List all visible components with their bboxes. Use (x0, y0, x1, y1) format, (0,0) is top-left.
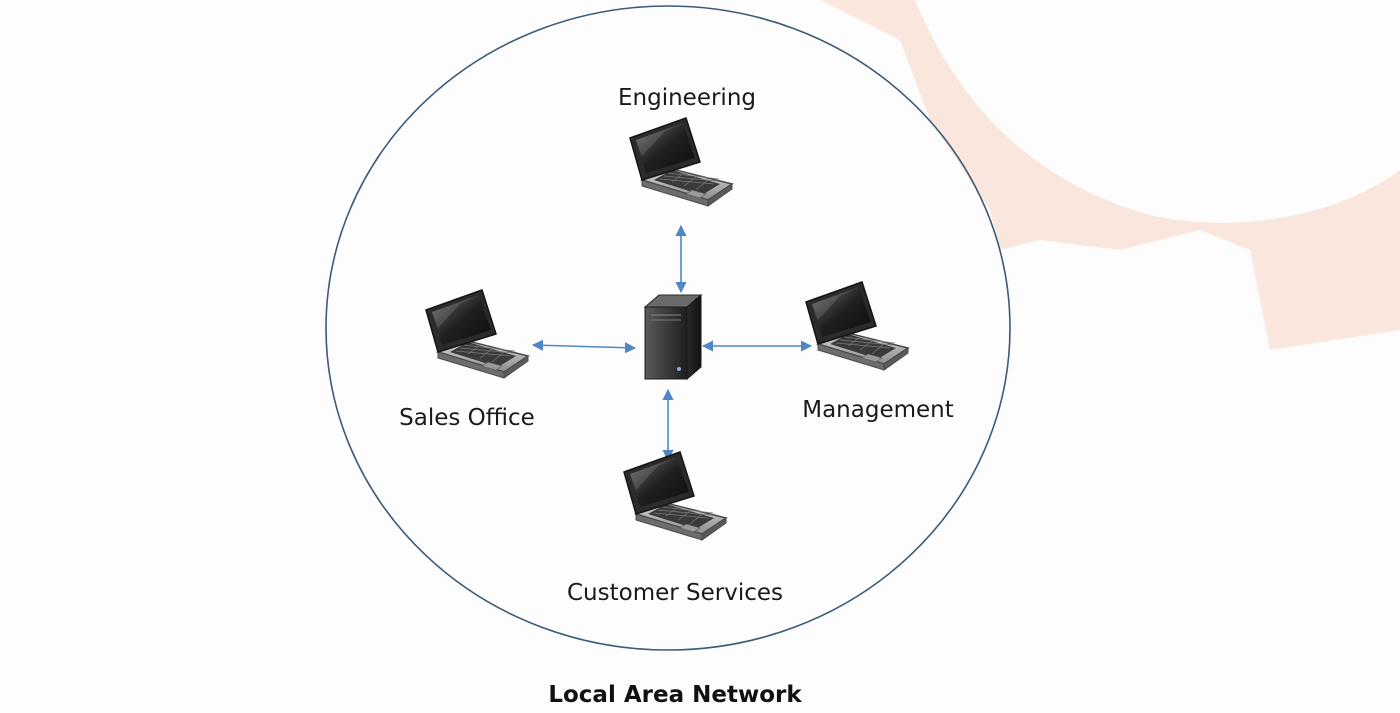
connectors (531, 224, 813, 462)
server-tower-icon (644, 294, 702, 380)
laptop-icon (805, 281, 909, 371)
gear-watermark-icon (820, 0, 1400, 350)
laptop-icon (629, 117, 733, 207)
connector-sales-office (531, 339, 637, 354)
node-label-sales-office: Sales Office (399, 405, 535, 431)
node-label-customer-services: Customer Services (567, 580, 783, 606)
lan-boundary-circle (325, 5, 1011, 651)
node-label-engineering: Engineering (618, 85, 756, 111)
diagram-caption: Local Area Network (548, 682, 802, 708)
laptop-icon (623, 451, 727, 541)
laptop-icon (425, 289, 529, 379)
node-label-management: Management (802, 397, 954, 423)
